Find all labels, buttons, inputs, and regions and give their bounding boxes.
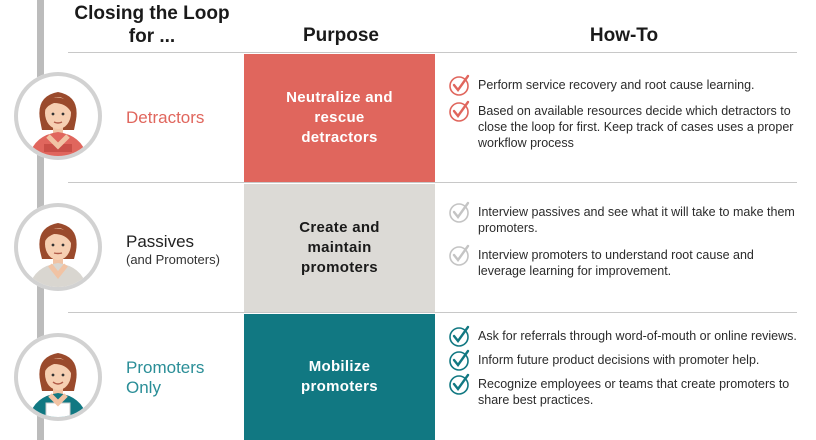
segment-label: Passives (and Promoters) xyxy=(126,232,220,268)
divider xyxy=(68,182,797,183)
divider xyxy=(68,52,797,53)
how-to-item: Ask for referrals through word-of-mouth … xyxy=(448,325,803,347)
how-to-text: Based on available resources decide whic… xyxy=(478,104,794,150)
header-purpose: Purpose xyxy=(302,25,380,46)
how-to-list-detractors: Perform service recovery and root cause … xyxy=(448,74,803,151)
how-to-text: Recognize employees or teams that create… xyxy=(478,377,790,407)
how-to-text: Perform service recovery and root cause … xyxy=(478,78,755,92)
how-to-item: Interview promoters to understand root c… xyxy=(448,244,803,279)
how-to-item: Perform service recovery and root cause … xyxy=(448,74,803,96)
purpose-text: Mobilize promoters xyxy=(301,358,378,395)
checkmark-circle-icon xyxy=(449,325,470,347)
how-to-text: Inform future product decisions with pro… xyxy=(478,353,760,367)
how-to-item: Based on available resources decide whic… xyxy=(448,100,803,151)
checkmark-circle-icon xyxy=(449,349,470,371)
how-to-text: Interview promoters to understand root c… xyxy=(478,248,754,278)
checkmark-circle-icon xyxy=(449,373,470,395)
detractor-avatar-icon xyxy=(14,72,102,160)
how-to-text: Interview passives and see what it will … xyxy=(478,205,795,235)
header-how-to: How-To xyxy=(589,25,659,46)
how-to-list-passives: Interview passives and see what it will … xyxy=(448,201,803,279)
segment-name: Detractors xyxy=(126,108,205,127)
purpose-cell-detractors: Neutralize and rescue detractors xyxy=(244,54,435,182)
passive-avatar-icon xyxy=(14,203,102,291)
purpose-text: Create and maintain promoters xyxy=(299,219,380,276)
how-to-list-promoters: Ask for referrals through word-of-mouth … xyxy=(448,325,803,408)
segment-name: Passives xyxy=(126,232,195,251)
how-to-text: Ask for referrals through word-of-mouth … xyxy=(478,329,797,343)
header-closing-loop: Closing the Loop for ... xyxy=(74,3,230,47)
divider xyxy=(68,312,797,313)
segment-name: Promoters Only xyxy=(126,358,205,397)
how-to-item: Interview passives and see what it will … xyxy=(448,201,803,236)
segment-subtitle: (and Promoters) xyxy=(126,252,220,267)
checkmark-circle-icon xyxy=(449,74,470,96)
how-to-item: Recognize employees or teams that create… xyxy=(448,373,803,408)
how-to-item: Inform future product decisions with pro… xyxy=(448,349,803,371)
segment-label: Detractors xyxy=(126,108,204,128)
checkmark-circle-icon xyxy=(449,201,470,223)
promoter-avatar-icon xyxy=(14,333,102,421)
purpose-cell-promoters: Mobilize promoters xyxy=(244,314,435,440)
purpose-text: Neutralize and rescue detractors xyxy=(286,89,393,146)
checkmark-circle-icon xyxy=(449,100,470,122)
segment-label: Promoters Only xyxy=(126,358,226,398)
checkmark-circle-icon xyxy=(449,244,470,266)
purpose-cell-passives: Create and maintain promoters xyxy=(244,184,435,312)
